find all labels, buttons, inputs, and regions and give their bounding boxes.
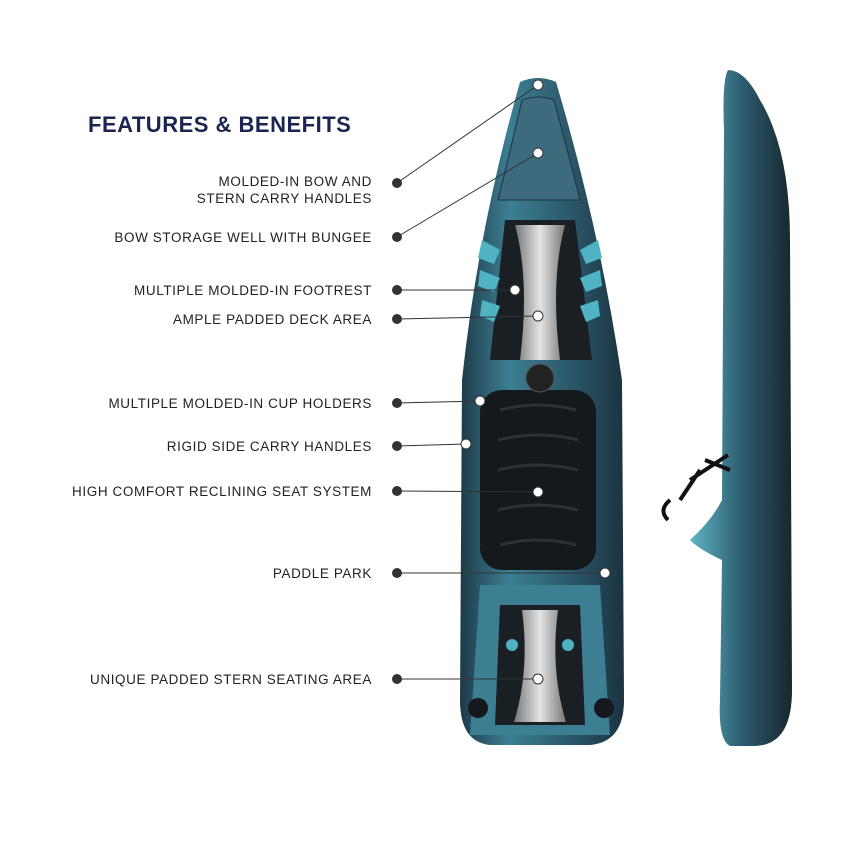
label-dots <box>392 178 402 684</box>
seat <box>480 390 596 570</box>
deck-pad <box>515 225 565 360</box>
kayak-side-view <box>690 70 792 746</box>
feature-footrest: MULTIPLE MOLDED-IN FOOTREST <box>134 283 372 298</box>
feature-deck-area: AMPLE PADDED DECK AREA <box>172 312 372 327</box>
feature-label-line: MOLDED-IN BOW AND <box>218 174 372 189</box>
feature-label-line: STERN CARRY HANDLES <box>196 191 372 206</box>
feature-side-handles: RIGID SIDE CARRY HANDLES <box>166 439 372 454</box>
page-title: FEATURES & BENEFITS <box>88 112 352 137</box>
feature-seat-system: HIGH COMFORT RECLINING SEAT SYSTEM <box>72 484 372 499</box>
feature-points <box>460 79 611 685</box>
feature-stern-seating: UNIQUE PADDED STERN SEATING AREA <box>90 672 372 687</box>
feature-bow-storage: BOW STORAGE WELL WITH BUNGEE <box>114 230 372 245</box>
feature-bow-stern-handles: MOLDED-IN BOW AND STERN CARRY HANDLES <box>197 173 372 207</box>
leader-lines <box>396 84 605 680</box>
feature-paddle-park: PADDLE PARK <box>272 566 372 581</box>
feature-cup-holders: MULTIPLE MOLDED-IN CUP HOLDERS <box>108 396 372 411</box>
